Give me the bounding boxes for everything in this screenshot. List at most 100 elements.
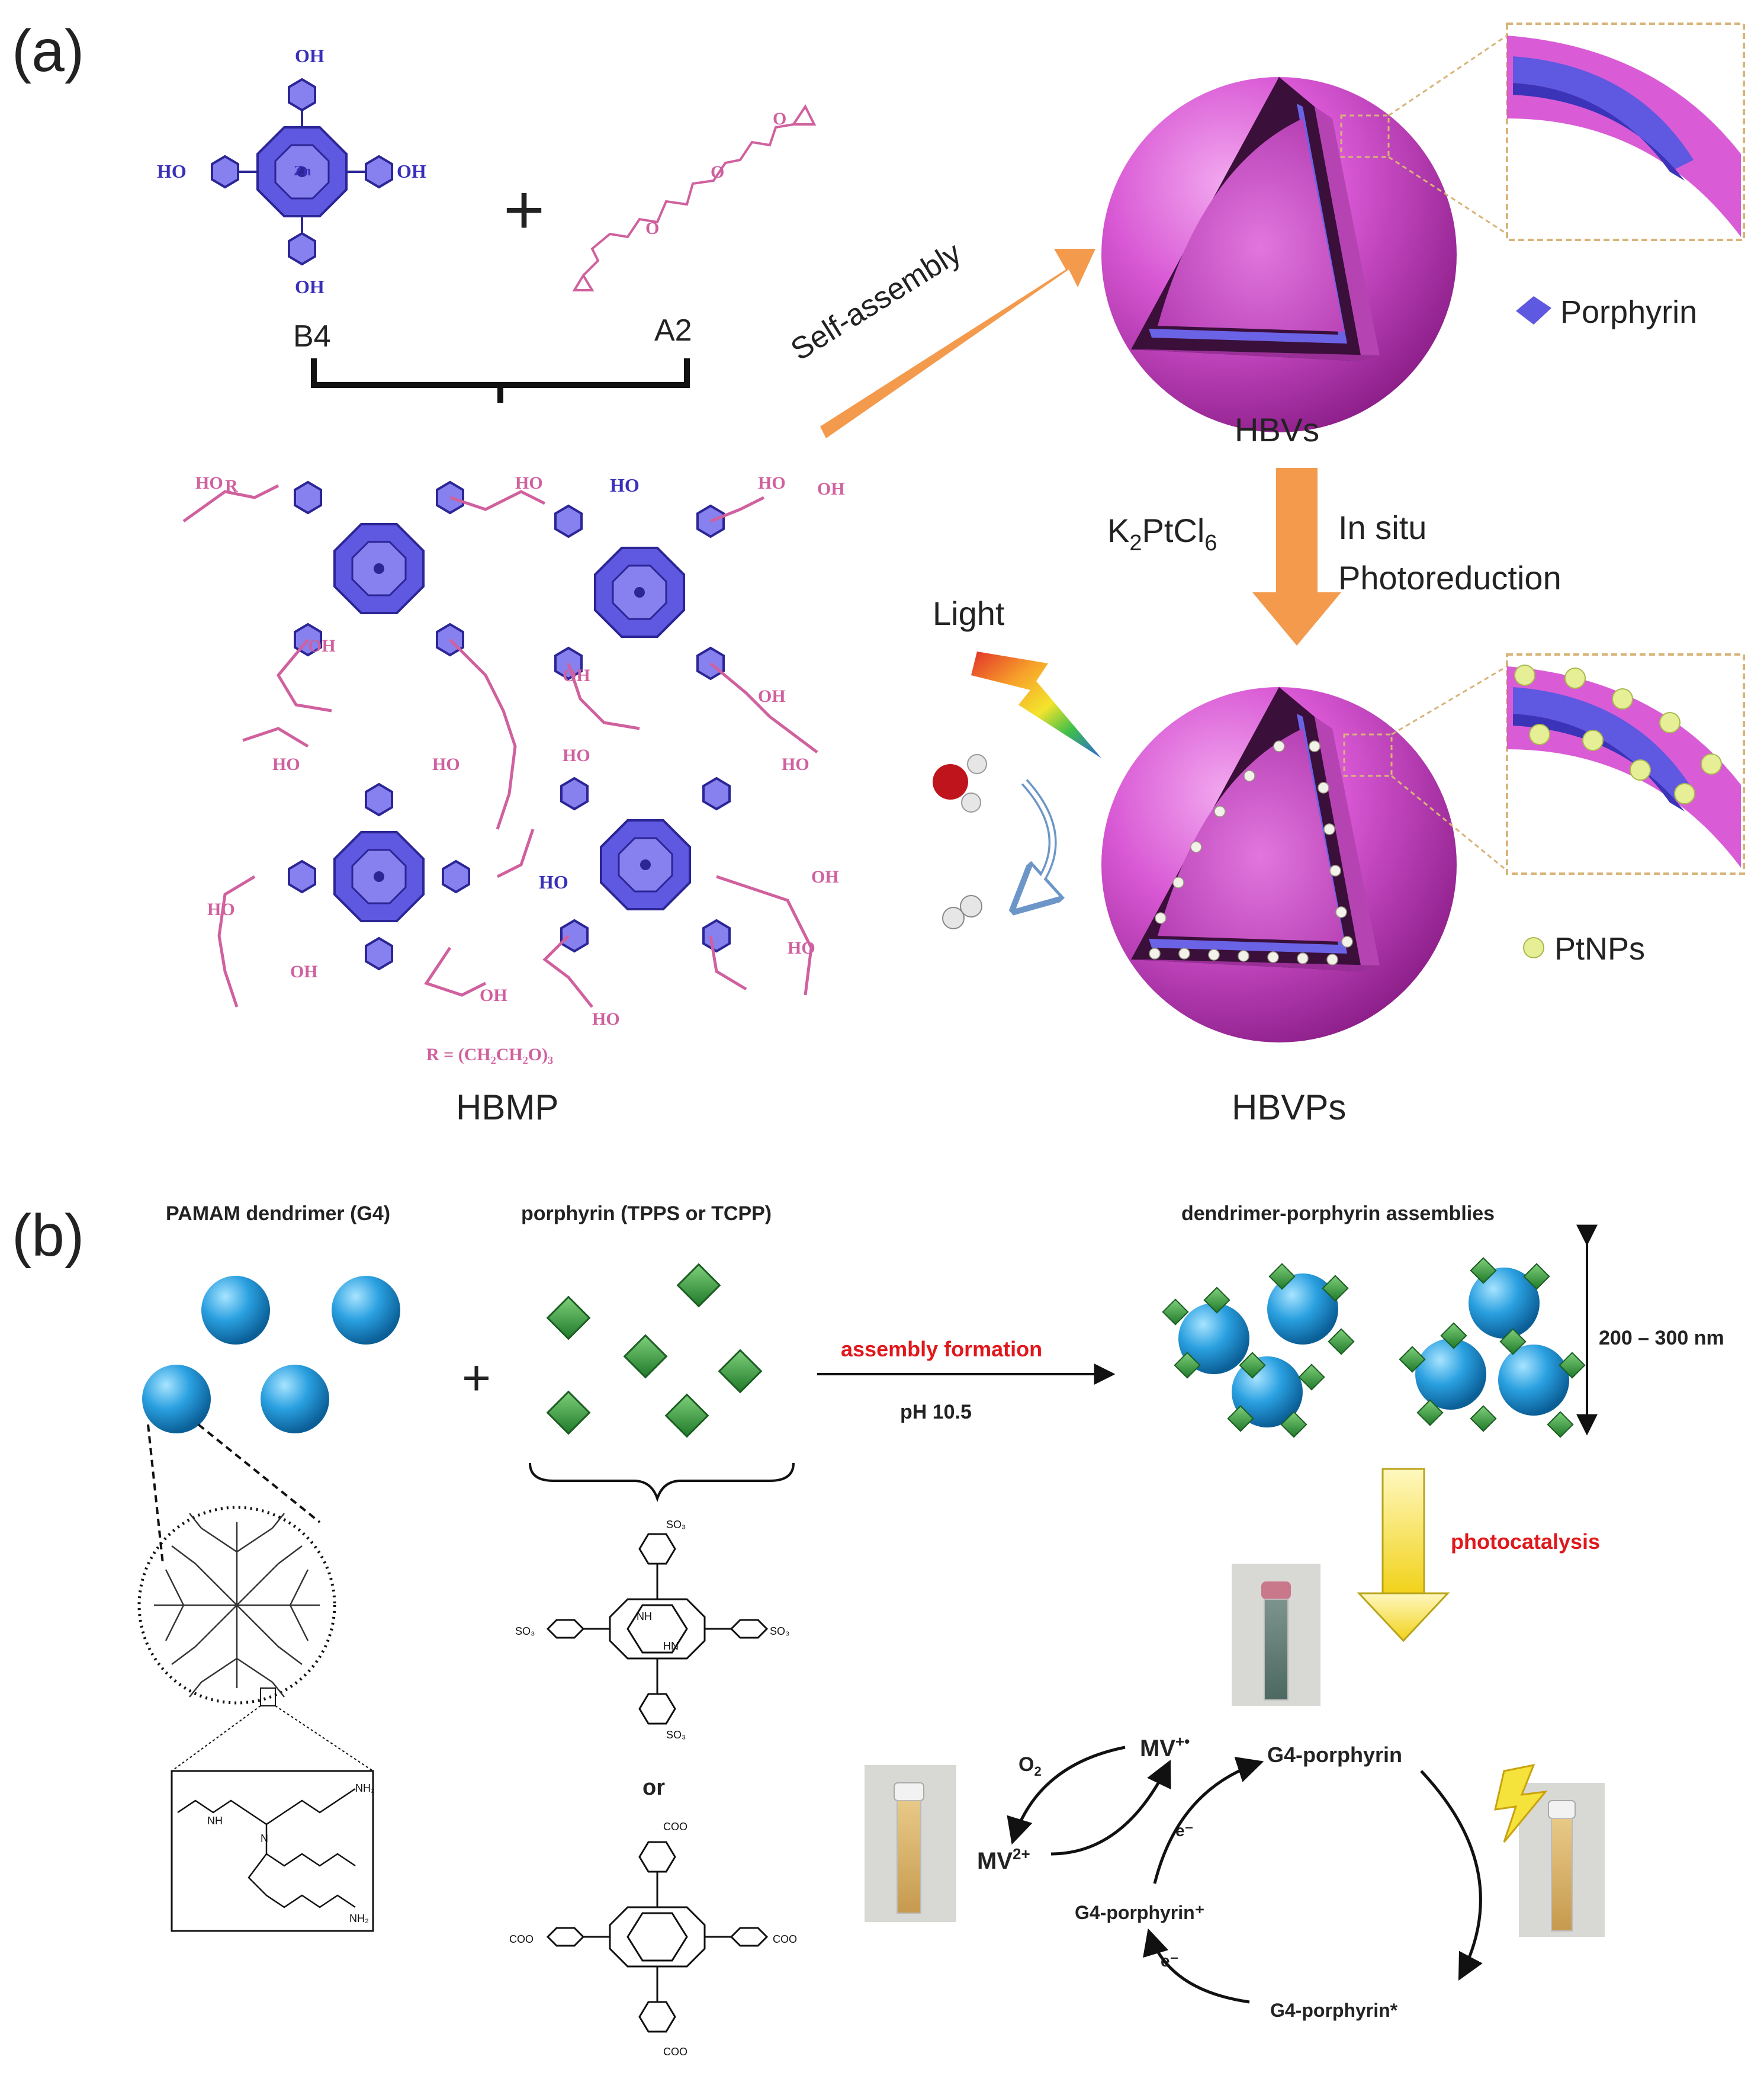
mv-2plus-label: MV2+ bbox=[977, 1845, 1030, 1874]
hbmp-ho-3: HO bbox=[758, 473, 786, 493]
tcpp-structure bbox=[546, 1841, 769, 2033]
light-label: Light bbox=[933, 595, 1005, 632]
o2-label: O2 bbox=[1018, 1753, 1042, 1779]
photoreduction-label: Photoreduction bbox=[1338, 559, 1561, 596]
plus-sign-a: + bbox=[503, 170, 545, 249]
self-assembly-label: Self-assembly bbox=[785, 236, 968, 367]
tpps-so3-top: SO₃ bbox=[666, 1519, 686, 1531]
panel-a-label: (a) bbox=[12, 18, 84, 84]
porphyrin-title: porphyrin (TPPS or TCPP) bbox=[521, 1202, 772, 1225]
mv-radical-label: MV+• bbox=[1140, 1732, 1190, 1762]
b4-zn: Zn bbox=[294, 163, 311, 179]
tcpp-coo-bottom: COO bbox=[663, 2046, 687, 2058]
hbvps-inset bbox=[1506, 653, 1745, 875]
hbmp-oh-2: OH bbox=[308, 636, 336, 656]
tpps-hn: HN bbox=[663, 1640, 679, 1652]
panel-b-label: (b) bbox=[12, 1202, 84, 1269]
porphyrin-legend-icon bbox=[1516, 296, 1551, 325]
lightning-bolt-icon bbox=[971, 652, 1101, 758]
dendrimer-zoom-lines bbox=[147, 1423, 321, 1564]
hbmp-label: HBMP bbox=[456, 1087, 558, 1127]
tpps-nh: NH bbox=[637, 1610, 652, 1622]
dendrimer-porphyrin-assembly-1 bbox=[1162, 1263, 1355, 1438]
ph-label: pH 10.5 bbox=[900, 1401, 972, 1423]
hbmp-ho-blue: HO bbox=[539, 871, 568, 893]
g4-porphyrin-label: G4-porphyrin bbox=[1267, 1743, 1402, 1767]
b4-oh-bottom: OH bbox=[295, 276, 324, 297]
vial-photo-left bbox=[865, 1765, 956, 1922]
pamam-nh: NH bbox=[207, 1815, 223, 1827]
hbmp-oh-6: OH bbox=[480, 986, 507, 1005]
hbmp-ho-2: HO bbox=[515, 473, 543, 493]
b4-ho-left: HO bbox=[157, 161, 187, 182]
dendrimer-beads bbox=[142, 1276, 400, 1433]
hbmp-ho-6: HO bbox=[563, 746, 590, 765]
vial-photo-blue bbox=[1232, 1564, 1320, 1706]
b4-oh-top: OH bbox=[295, 45, 324, 66]
a2-label: A2 bbox=[654, 313, 692, 348]
a2-o-3: O bbox=[773, 109, 786, 129]
ptnps-legend-icon bbox=[1523, 937, 1544, 958]
photocatalysis-label: photocatalysis bbox=[1451, 1529, 1600, 1554]
light-bolt-icon bbox=[1494, 1763, 1548, 1843]
porphyrin-brace bbox=[529, 1462, 795, 1503]
dendrimer-porphyrin-assembly-2 bbox=[1399, 1257, 1586, 1438]
hbmp-ho-4: HO bbox=[272, 755, 300, 774]
hbmp-ho-5: HO bbox=[432, 755, 460, 774]
hbmp-ho-10: HO bbox=[592, 1009, 620, 1029]
water-molecule-icon bbox=[933, 754, 987, 813]
hbmp-oh-1: OH bbox=[817, 479, 845, 499]
hbmp-ho-blue-2: HO bbox=[610, 474, 640, 496]
porphyrin-diamonds bbox=[546, 1263, 763, 1438]
hbvps-zoom-lines bbox=[1391, 665, 1508, 872]
catalytic-cycle-arrows bbox=[1007, 1746, 1483, 2004]
a2-monomer-structure bbox=[572, 104, 817, 291]
hbmp-r-1: R bbox=[225, 476, 238, 496]
dendrimer-tree-diagram bbox=[137, 1506, 336, 1706]
g4-porphyrin-star-label: G4-porphyrin* bbox=[1270, 2000, 1398, 2021]
self-assembly-arrow bbox=[820, 249, 1095, 438]
hbvs-label: HBVs bbox=[1235, 411, 1319, 448]
b4-label: B4 bbox=[293, 319, 331, 354]
assemblies-title: dendrimer-porphyrin assemblies bbox=[1181, 1202, 1495, 1225]
b4-oh-right: OH bbox=[397, 161, 426, 182]
plus-sign-b: + bbox=[462, 1350, 491, 1406]
hbvs-zoom-lines bbox=[1388, 34, 1508, 235]
hbvps-label: HBVPs bbox=[1232, 1087, 1346, 1127]
reagent-label: K2PtCl6 bbox=[1107, 512, 1217, 556]
tpps-so3-bottom: SO₃ bbox=[666, 1729, 686, 1741]
hbmp-ho-8: HO bbox=[207, 900, 235, 919]
dendrimer-title: PAMAM dendrimer (G4) bbox=[166, 1202, 390, 1225]
photoreduction-arrow bbox=[1252, 468, 1341, 646]
combine-bracket bbox=[311, 358, 690, 403]
pamam-branch-inset bbox=[171, 1770, 374, 1932]
porphyrin-legend: Porphyrin bbox=[1560, 294, 1697, 330]
a2-o-2: O bbox=[711, 162, 724, 182]
pamam-nh2-1: NH₂ bbox=[355, 1782, 375, 1794]
hbmp-oh-7: OH bbox=[811, 867, 839, 887]
hbmp-oh-4: OH bbox=[758, 686, 786, 706]
tpps-structure bbox=[546, 1533, 769, 1725]
hbmp-network-structure bbox=[182, 481, 818, 1008]
vial-photo-right bbox=[1519, 1783, 1605, 1937]
hbvs-vesicle bbox=[1101, 77, 1457, 432]
water-splitting-arrow-core bbox=[1017, 780, 1055, 908]
a2-o-1: O bbox=[645, 219, 659, 238]
tcpp-coo-right: COO bbox=[773, 1933, 797, 1945]
b4-monomer-structure: OH OH HO OH Zn bbox=[157, 45, 426, 297]
hbvps-vesicle bbox=[1101, 687, 1457, 1042]
hbmp-oh-5: OH bbox=[290, 962, 318, 981]
g4-porphyrin-plus-label: G4-porphyrin⁺ bbox=[1075, 1902, 1205, 1923]
or-label: or bbox=[642, 1775, 665, 1800]
dendrimer-inset-lines bbox=[171, 1705, 374, 1772]
assembly-formation-label: assembly formation bbox=[841, 1337, 1042, 1361]
hbmp-oh-3: OH bbox=[563, 666, 590, 685]
pamam-nh2-2: NH₂ bbox=[349, 1913, 369, 1924]
tpps-so3-left: SO₃ bbox=[515, 1625, 535, 1637]
pamam-n: N bbox=[261, 1833, 268, 1844]
photocatalysis-arrow bbox=[1357, 1468, 1450, 1642]
tpps-so3-right: SO₃ bbox=[770, 1625, 789, 1637]
hbmp-ho-1: HO bbox=[195, 473, 223, 493]
r-definition: R = (CH₂CH₂O)₃ bbox=[426, 1045, 553, 1064]
